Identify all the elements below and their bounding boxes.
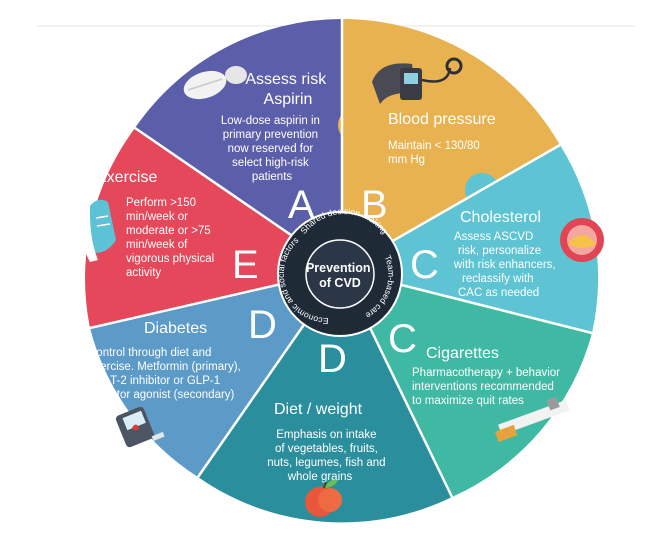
center-hub-inner [305, 239, 375, 309]
diabetes-letter: D [248, 303, 277, 347]
artery-plaque-icon [560, 218, 604, 262]
diabetes-body: Control through diet and exercise. Metfo… [88, 347, 244, 401]
cigarettes-letter: C [388, 317, 417, 361]
center-title-line: of CVD [319, 276, 361, 290]
exercise-title-line: Exercise [96, 169, 157, 186]
cholesterol-body-line: with risk enhancers, [453, 259, 556, 271]
aspirin-body-line: now reserved for [228, 143, 314, 155]
cigarettes-body-line: to maximize quit rates [412, 395, 524, 407]
cigarette-icon [494, 396, 570, 443]
blood-pressure-body-line: Maintain < 130/80 [388, 140, 480, 152]
aspirin-body-line: Low-dose aspirin in [221, 115, 320, 127]
sneaker-icon [78, 199, 116, 262]
center-title-line: Prevention [306, 261, 371, 275]
cholesterol-letter: C [410, 243, 439, 287]
diet-weight-body-line: of vegetables, fruits, [275, 443, 378, 455]
diet-weight-title: Diet / weight [274, 401, 363, 418]
segment-cigarettes [342, 270, 592, 497]
cholesterol-body-line: risk, personalize [458, 245, 541, 257]
diabetes-wedge [90, 270, 342, 477]
glucose-meter-icon [115, 406, 165, 448]
exercise-body-line: min/week of [126, 239, 188, 251]
diet-weight-body-line: Emphasis on intake [276, 429, 376, 441]
pill-icon [183, 66, 247, 100]
cigarettes-body-line: Pharmacotherapy + behavior [412, 367, 560, 379]
cholesterol-body-line: reclassify with [462, 273, 534, 285]
cholesterol-title-line: Cholesterol [460, 209, 541, 226]
exercise-body-line: min/week or [126, 211, 188, 223]
diet-weight-wedge [198, 270, 452, 523]
blood-pressure-title: Blood pressure [388, 111, 496, 128]
diet-weight-title-line: Diet / weight [274, 401, 363, 418]
blood-pressure-puzzle-tab [338, 108, 372, 142]
diabetes-title: Diabetes [144, 320, 207, 337]
center-hub: Prevention of CVD Shared decision-making… [276, 206, 403, 337]
aspirin-body-line: patients [252, 171, 293, 183]
segment-bodies: Low-dose aspirin in primary prevention n… [88, 115, 563, 483]
diabetes-body-line: Control through diet and [88, 347, 211, 359]
exercise-body-line: activity [126, 267, 161, 279]
cholesterol-body: Assess ASCVD risk, personalize with risk… [453, 231, 559, 299]
diabetes-body-line: SGLT-2 inhibitor or GLP-1 [88, 375, 220, 387]
aspirin-wedge [135, 19, 342, 270]
aspirin-body: Low-dose aspirin in primary prevention n… [221, 115, 323, 183]
blood-pressure-cuff-icon [372, 57, 463, 104]
aspirin-body-line: primary prevention [223, 129, 318, 141]
blood-pressure-title-line: Blood pressure [388, 111, 496, 128]
cigarettes-title: Cigarettes [426, 345, 499, 362]
cigarettes-puzzle-tab [467, 315, 501, 349]
exercise-body-line: moderate or >75 [126, 225, 211, 237]
apple-icon [305, 479, 342, 517]
aspirin-title: Assess risk Aspirin [245, 71, 330, 108]
center-title: Prevention of CVD [306, 261, 374, 290]
exercise-body-line: Perform >150 [126, 197, 196, 209]
diet-weight-body-line: whole grains [287, 471, 353, 483]
cholesterol-body-line: CAC as needed [458, 287, 539, 299]
diet-weight-body-line: nuts, legumes, fish and [267, 457, 385, 469]
diabetes-body-line: receptor agonist (secondary) [88, 389, 235, 401]
exercise-body-line: vigorous physical [126, 253, 214, 265]
aspirin-title-line: Aspirin [264, 91, 313, 108]
diabetes-body-line: exercise. Metformin (primary), [88, 361, 241, 373]
cigarettes-wedge [342, 270, 592, 497]
cholesterol-body-line: Assess ASCVD [454, 231, 533, 243]
segment-letters: A B C C D D E [232, 183, 439, 381]
diabetes-title-line: Diabetes [144, 320, 207, 337]
diet-weight-letter: D [318, 337, 347, 381]
diet-weight-body: Emphasis on intake of vegetables, fruits… [267, 429, 388, 483]
exercise-letter: E [232, 243, 259, 287]
exercise-title: Exercise [96, 169, 157, 186]
segment-titles: Assess risk Aspirin Blood pressure Chole… [96, 71, 541, 418]
cholesterol-title: Cholesterol [460, 209, 541, 226]
blood-pressure-body-line: mm Hg [388, 154, 425, 166]
cigarettes-body: Pharmacotherapy + behavior interventions… [412, 367, 563, 407]
cigarettes-title-line: Cigarettes [426, 345, 499, 362]
aspirin-body-line: select high-risk [232, 157, 309, 169]
cigarettes-body-line: interventions recommended [412, 381, 554, 393]
blood-pressure-body: Maintain < 130/80 mm Hg [388, 140, 483, 166]
exercise-body: Perform >150 min/week or moderate or >75… [126, 197, 217, 279]
aspirin-title-line: Assess risk [245, 71, 327, 88]
